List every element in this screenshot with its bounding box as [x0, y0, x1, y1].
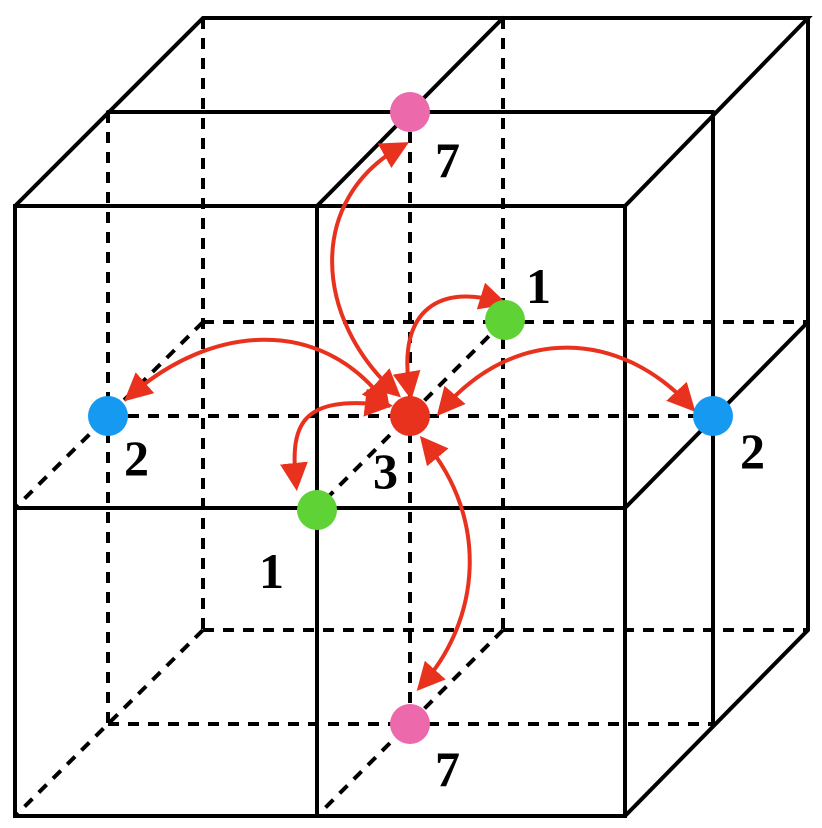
- green-back-node: [485, 300, 525, 340]
- hidden-edge: [315, 628, 505, 818]
- hidden-edge: [13, 320, 205, 510]
- pink-bottom-node-label: 7: [435, 741, 460, 797]
- arrow-to-pink-top: [330, 142, 409, 398]
- green-back-node-label: 1: [526, 258, 551, 314]
- blue-right-node-label: 2: [740, 423, 765, 479]
- blue-left-node-label: 2: [124, 430, 149, 486]
- arrow-to-blue-left: [124, 337, 390, 409]
- pink-top-node-label: 7: [435, 132, 460, 188]
- green-front-node-label: 1: [259, 543, 284, 599]
- pink-bottom-node: [390, 704, 430, 744]
- arrow-to-blue-right: [436, 345, 696, 417]
- arrow-to-pink-bottom: [416, 435, 472, 691]
- blue-left-node: [88, 396, 128, 436]
- hidden-edge: [13, 628, 205, 818]
- green-front-node: [297, 490, 337, 530]
- nodes: [88, 92, 733, 744]
- front-face-bottom-right: [315, 506, 627, 818]
- center-node: [390, 396, 430, 436]
- node-labels: 3 1 1 2 2 7 7: [124, 132, 765, 797]
- center-node-label: 3: [373, 443, 398, 499]
- arrow-to-green-back: [392, 282, 508, 400]
- pink-top-node: [390, 92, 430, 132]
- blue-right-node: [693, 396, 733, 436]
- arrow-to-green-front: [280, 388, 393, 491]
- visible-edges: [13, 16, 813, 818]
- right-face-outline: [623, 16, 810, 818]
- neighbor-arrows: [124, 142, 696, 691]
